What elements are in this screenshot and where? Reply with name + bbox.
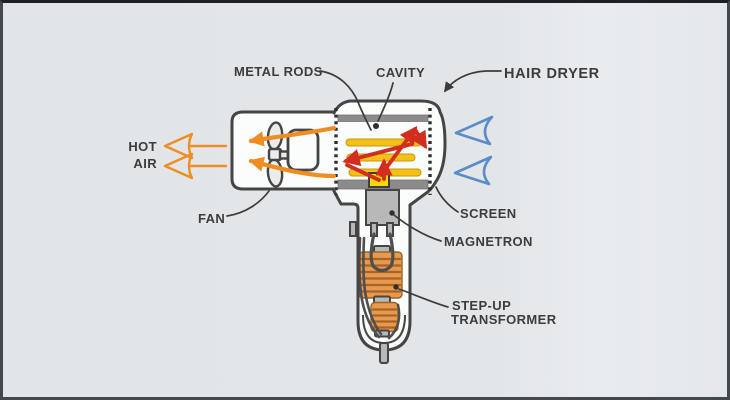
fan-leader — [226, 190, 270, 217]
screen-leader — [435, 186, 459, 213]
hair-dryer-title: HAIR DRYER — [504, 66, 600, 82]
metal-rods-label: METAL RODS — [234, 64, 323, 79]
screen-label: SCREEN — [460, 206, 517, 221]
wire-left-2 — [362, 236, 383, 336]
airflow-line-top — [248, 125, 337, 147]
power-cord — [379, 342, 389, 364]
magnetron-dot — [389, 210, 395, 216]
magnetron-leader — [393, 214, 442, 242]
cavity-dot — [373, 123, 379, 129]
hot-air-arrows — [163, 132, 228, 180]
fan-motor — [286, 128, 320, 172]
hot-air-label-line2: AIR — [133, 156, 157, 171]
fan-label: FAN — [198, 211, 225, 226]
microwave-rays — [342, 125, 427, 182]
intake-arrow-2 — [453, 155, 493, 186]
airflow-line-bottom — [248, 156, 337, 179]
left-clip — [349, 221, 357, 237]
metal-rods-leader — [319, 70, 372, 131]
dryer-body-outline — [332, 99, 447, 352]
magnetron-body — [365, 189, 400, 226]
cavity-label: CAVITY — [376, 65, 425, 80]
wire-right — [387, 303, 401, 340]
step-up-dot — [393, 284, 399, 290]
hair-dryer-leader — [443, 70, 502, 93]
intake-arrow-1 — [454, 115, 494, 146]
step-up-label-line1: STEP-UP — [452, 298, 511, 313]
cavity-top-wall — [337, 114, 429, 122]
magnetron-label: MAGNETRON — [444, 234, 533, 249]
magnetron-wire-loop — [369, 232, 395, 273]
hot-air-label-line1: HOT — [128, 139, 157, 154]
step-up-leader — [398, 288, 449, 308]
cavity-leader — [377, 82, 394, 122]
leader-lines — [226, 70, 502, 308]
step-up-label-line2: TRANSFORMER — [451, 312, 557, 327]
